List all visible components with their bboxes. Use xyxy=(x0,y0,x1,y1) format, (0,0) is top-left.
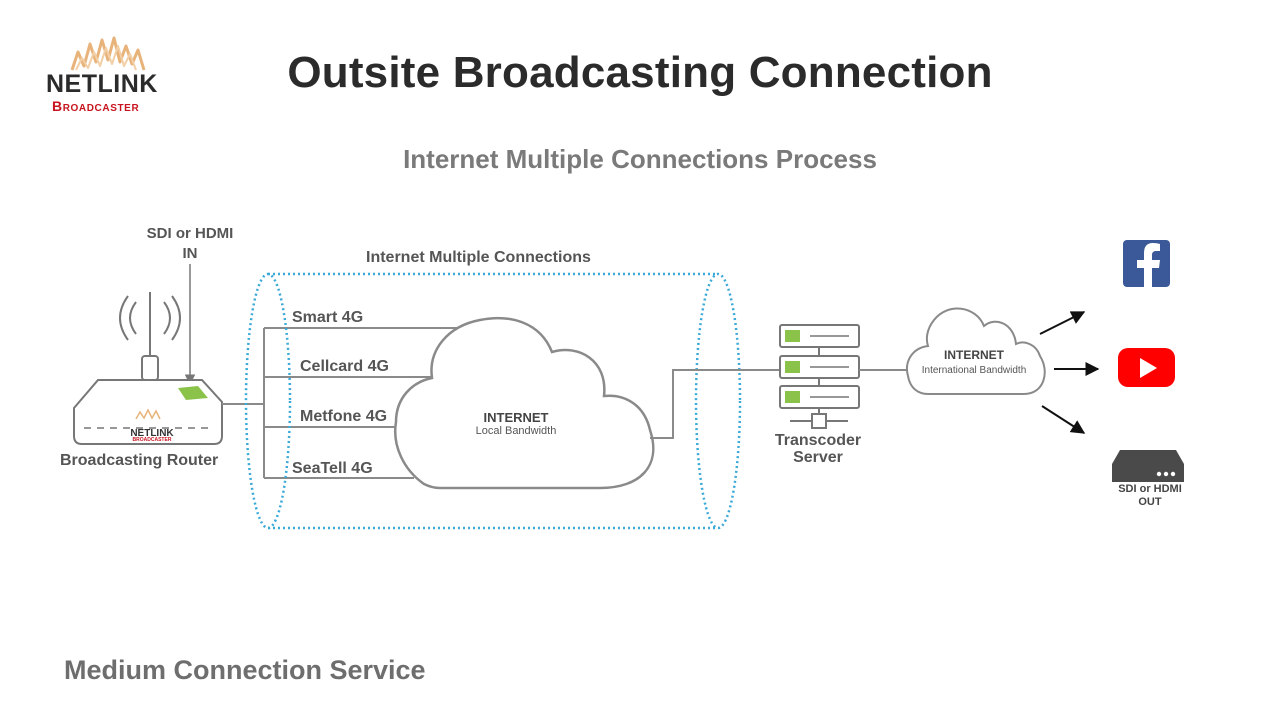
local-internet-cloud xyxy=(393,316,655,490)
footer-service: Medium Connection Service xyxy=(64,655,426,685)
wifi-signal-icon xyxy=(129,301,137,335)
logo-wave-icon xyxy=(70,36,146,71)
arrow-to-sdi-out xyxy=(1041,405,1086,434)
local-cloud-title: INTERNET xyxy=(483,410,549,425)
router-badge-sub: BROADCASTER xyxy=(133,437,172,443)
arrow-to-facebook xyxy=(1039,311,1086,335)
page-subtitle: Internet Multiple Connections Process xyxy=(403,144,877,174)
local-cloud-subtitle: Local Bandwidth xyxy=(475,425,557,437)
router-logo-icon xyxy=(135,408,161,420)
tunnel-label: Internet Multiple Connections xyxy=(366,249,591,266)
page-title: Outsite Broadcasting Connection xyxy=(287,48,993,97)
server-label: Transcoder Server xyxy=(774,432,862,466)
international-internet-cloud xyxy=(906,307,1046,395)
internet-tunnel xyxy=(244,272,742,530)
facebook-icon xyxy=(1123,240,1170,287)
connection-label-metfone: Metfone 4G xyxy=(300,408,388,425)
broadcasting-router xyxy=(73,292,223,445)
decoder-box-icon xyxy=(1112,450,1184,482)
intl-cloud-subtitle: International Bandwidth xyxy=(921,365,1027,376)
intl-cloud-title: INTERNET xyxy=(944,348,1004,362)
connection-label-seatell: SeaTell 4G xyxy=(292,460,373,477)
logo-tagline: Broadcaster xyxy=(52,98,140,114)
logo-name: NETLINK xyxy=(46,70,158,98)
router-badge: NETLINK xyxy=(130,428,174,439)
output-label: SDI or HDMI OUT xyxy=(1118,483,1182,508)
connection-label-smart: Smart 4G xyxy=(292,309,364,326)
youtube-icon xyxy=(1118,348,1175,387)
input-label: SDI or HDMI IN xyxy=(146,225,234,262)
router-label: Broadcasting Router xyxy=(60,452,219,469)
transcoder-server-icon xyxy=(779,324,860,429)
connection-label-cellcard: Cellcard 4G xyxy=(300,358,389,375)
